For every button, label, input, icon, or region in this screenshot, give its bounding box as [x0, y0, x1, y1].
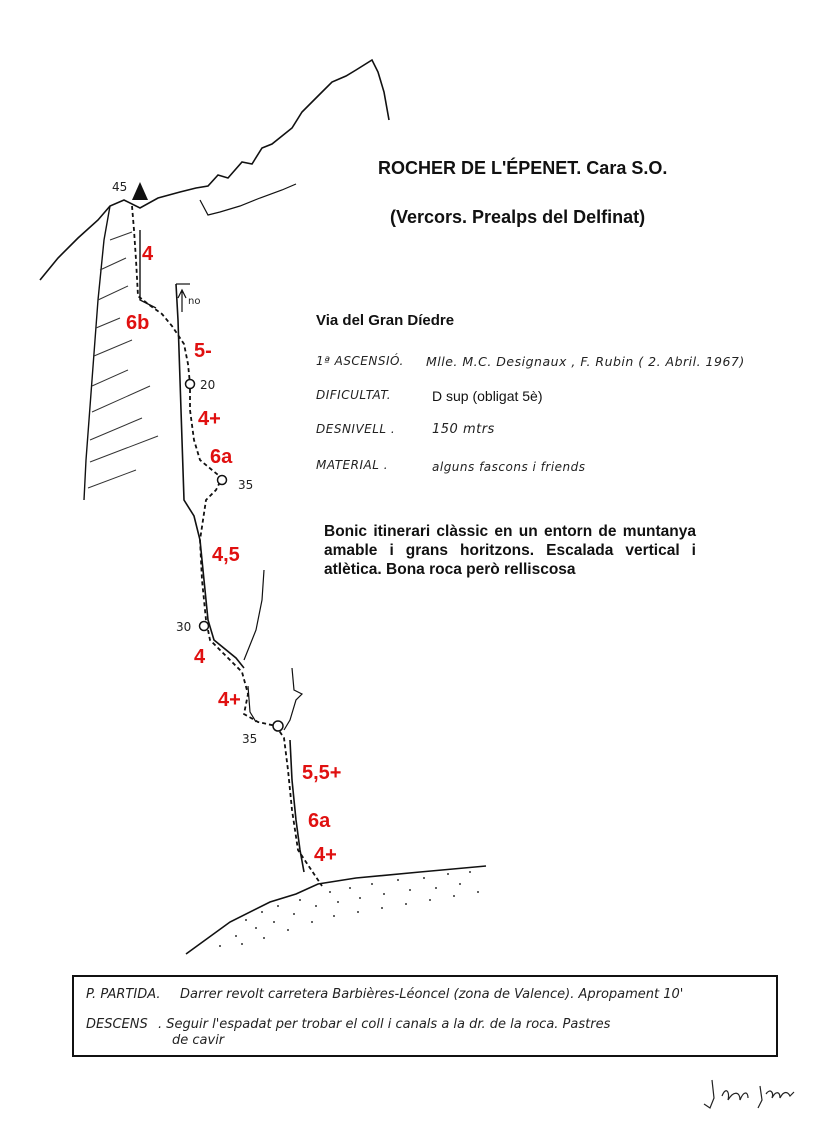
- page-title: ROCHER DE L'ÉPENET. Cara S.O.: [378, 158, 668, 178]
- pitch-length-35-lower: 35: [242, 732, 258, 746]
- approach-info-box: P. PARTIDA. Darrer revolt carretera Barb…: [72, 975, 778, 1057]
- grade-pitch-11: 4+: [314, 844, 337, 866]
- grade-pitch-3: 5-: [194, 340, 212, 362]
- descent-text: . Seguir l'espadat per trobar el coll i …: [158, 1017, 611, 1032]
- dihedral-line: [175, 283, 245, 669]
- wall-edge: [83, 205, 111, 501]
- route-line: [131, 205, 323, 887]
- pitch-length-30: 30: [176, 620, 192, 634]
- summit-label: 45: [112, 180, 128, 194]
- belay-30: [198, 620, 210, 632]
- grade-pitch-9: 5,5+: [302, 762, 342, 784]
- grade-pitch-1: 4: [142, 243, 154, 265]
- grade-pitch-10: 6a: [308, 810, 331, 832]
- descent-label: DESCENS: [86, 1017, 148, 1032]
- ledge: [247, 685, 257, 723]
- grade-pitch-6: 4,5: [212, 544, 240, 566]
- start-text: Darrer revolt carretera Barbières-Léonce…: [180, 987, 684, 1002]
- route-description: Bonic itinerari clàssic en un entorn de …: [324, 523, 696, 578]
- flake: [283, 667, 304, 731]
- belay-35-upper: [216, 474, 228, 486]
- belay-35-lower: [272, 720, 284, 732]
- detail-value-ascent: Mlle. M.C. Designaux , F. Rubin ( 2. Abr…: [426, 354, 745, 369]
- grade-pitch-7: 4: [194, 646, 206, 668]
- detail-value-difficulty: D sup (obligat 5è): [432, 388, 543, 404]
- detail-label-elevation: DESNIVELL .: [316, 422, 396, 436]
- grade-pitch-4: 4+: [198, 408, 221, 430]
- scree-dots: [219, 871, 479, 947]
- belay-20: [184, 378, 196, 390]
- ground-slope: [185, 865, 487, 955]
- detail-label-material: MATERIAL .: [316, 458, 389, 472]
- wall-hatching: [87, 231, 159, 489]
- start-label: P. PARTIDA.: [86, 987, 161, 1002]
- crack-line: [139, 230, 157, 309]
- signature: [703, 1079, 795, 1109]
- pitch-length-20: 20: [200, 378, 216, 392]
- lower-wall: [289, 739, 305, 873]
- pitch-length-35-upper: 35: [238, 478, 254, 492]
- belay-stations: [184, 378, 284, 732]
- route-name: Via del Gran Díedre: [316, 312, 455, 329]
- lower-edge: [243, 569, 265, 661]
- grade-pitch-2: 6b: [126, 312, 150, 334]
- detail-value-material: alguns fascons i friends: [432, 460, 586, 474]
- grade-pitch-8: 4+: [218, 689, 241, 711]
- detail-label-ascent: 1ª ASCENSIÓ.: [316, 354, 404, 368]
- detail-label-difficulty: DIFICULTAT.: [316, 388, 392, 402]
- no-label: no: [188, 296, 201, 307]
- rock-spur: [199, 183, 297, 216]
- summit-marker: [132, 182, 148, 200]
- descent-text-cont: de cavir: [172, 1033, 225, 1048]
- grade-pitch-5: 6a: [210, 446, 233, 468]
- page-subtitle: (Vercors. Prealps del Delfinat): [390, 207, 646, 227]
- start-arrow: [177, 288, 187, 312]
- cliff-skyline: [39, 58, 390, 281]
- detail-value-elevation: 150 mtrs: [432, 422, 495, 437]
